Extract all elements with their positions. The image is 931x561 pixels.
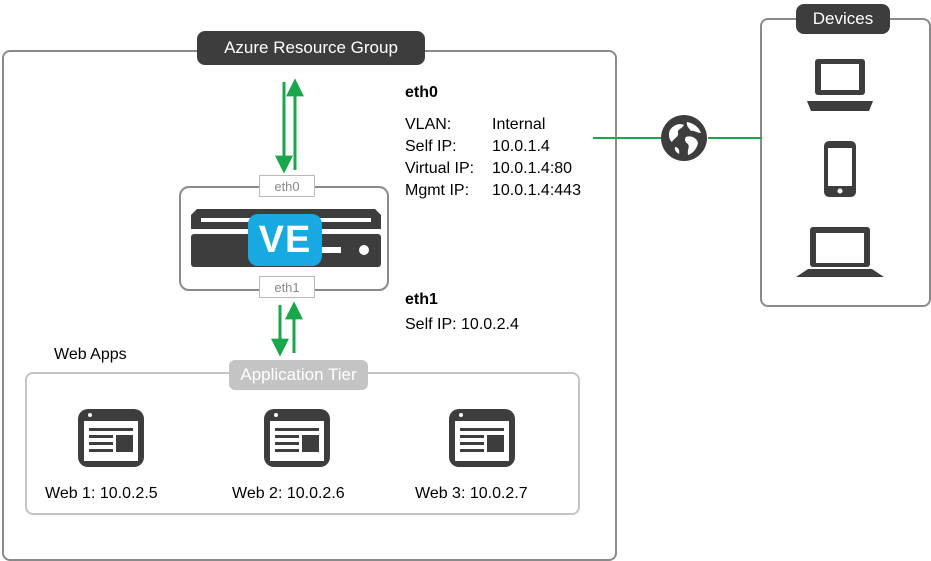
globe-icon: [661, 115, 707, 161]
web-3-label: Web 3: 10.0.2.7: [415, 485, 528, 502]
eth0-mgmtip-value: 10.0.1.4:443: [492, 182, 581, 199]
eth0-vlan-value: Internal: [492, 116, 546, 133]
eth0-port-label: eth0: [259, 175, 315, 197]
resource-group-title: Azure Resource Group: [197, 31, 425, 65]
eth0-selfip-value: 10.0.1.4: [492, 138, 550, 155]
application-tier-title: Application Tier: [229, 360, 368, 390]
web-server-icon: [449, 409, 515, 467]
phone-icon: [824, 141, 856, 197]
eth0-mgmtip-key: Mgmt IP:: [405, 182, 470, 199]
eth1-port-label: eth1: [259, 276, 315, 298]
devices-title: Devices: [796, 4, 890, 34]
eth0-virtualip-key: Virtual IP:: [405, 160, 475, 177]
eth1-heading: eth1: [405, 291, 438, 308]
eth0-selfip-key: Self IP:: [405, 138, 457, 155]
eth1-selfip: Self IP: 10.0.2.4: [405, 316, 519, 333]
eth0-vlan-key: VLAN:: [405, 116, 452, 133]
web-apps-caption: Web Apps: [54, 346, 127, 363]
ve-badge-label: VE: [258, 218, 312, 261]
web-2-label: Web 2: 10.0.2.6: [232, 485, 345, 502]
web-1-label: Web 1: 10.0.2.5: [45, 485, 158, 502]
web-server-icon: [78, 409, 144, 467]
laptop-icon: [807, 59, 873, 111]
eth0-heading: eth0: [405, 84, 438, 101]
ve-badge: VE: [248, 214, 322, 266]
laptop-open-icon: [796, 227, 884, 277]
web-server-icon: [264, 409, 330, 467]
eth0-virtualip-value: 10.0.1.4:80: [492, 160, 573, 177]
